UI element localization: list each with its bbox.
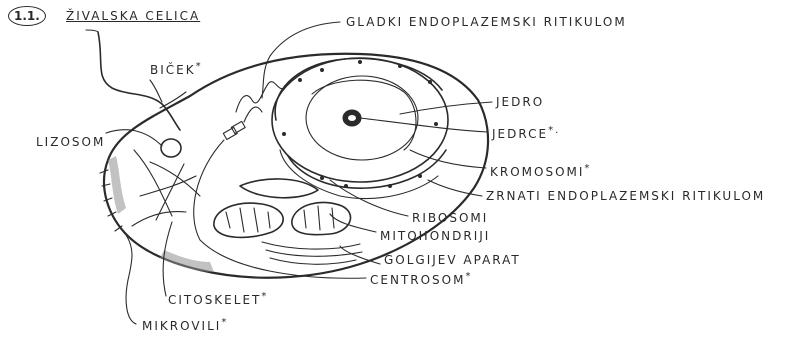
label-mikrovili: MIKROVILI* bbox=[142, 318, 228, 332]
centrosome bbox=[223, 121, 245, 139]
mitochondrion-2-cristae bbox=[304, 206, 334, 230]
label-jedrce: JEDRCE*. bbox=[492, 126, 560, 140]
flagellum bbox=[98, 32, 180, 130]
cytoskeleton bbox=[132, 150, 200, 226]
label-kromosomi: KROMOSOMI* bbox=[490, 164, 591, 178]
ribosome-dot-5 bbox=[428, 80, 432, 84]
ribosome-dot-3 bbox=[358, 60, 362, 64]
asterisk-mark: *. bbox=[548, 125, 560, 136]
microvilli-shading-left bbox=[108, 156, 126, 214]
diagram-title: ŽIVALSKA CELICA bbox=[66, 10, 200, 22]
leader-lizosom bbox=[106, 130, 162, 146]
ribosome-dot-7 bbox=[344, 184, 348, 188]
asterisk-mark: * bbox=[261, 291, 268, 302]
label-bicek: BIČEK* bbox=[150, 62, 203, 76]
label-golgijev-aparat: GOLGIJEV APARAT bbox=[384, 254, 521, 266]
nucleus-inner-ring bbox=[312, 80, 416, 150]
ribosome-dot-6 bbox=[320, 176, 324, 180]
label-ribosomi: RIBOSOMI bbox=[412, 212, 488, 224]
asterisk-mark: * bbox=[196, 61, 203, 72]
ribosome-dot-8 bbox=[388, 184, 392, 188]
ribosome-dot-4 bbox=[398, 64, 402, 68]
label-centrosom: CENTROSOM* bbox=[370, 272, 472, 286]
nucleolus-center bbox=[348, 115, 356, 121]
asterisk-mark: * bbox=[584, 163, 591, 174]
label-lizosom: LIZOSOM bbox=[36, 136, 105, 148]
leader-jedrce bbox=[360, 118, 488, 132]
label-zrnati-er: ZRNATI ENDOPLAZEMSKI RITIKULOM bbox=[486, 190, 765, 202]
lysosome bbox=[161, 139, 181, 157]
mitochondrion-1-cristae bbox=[226, 208, 270, 232]
leader-centrosom bbox=[194, 140, 366, 278]
asterisk-mark: * bbox=[221, 317, 228, 328]
mitochondrion-1 bbox=[214, 203, 283, 237]
leader-mitohondriji bbox=[330, 214, 376, 232]
label-mitohondriji: MITOHONDRIJI bbox=[380, 230, 490, 242]
ribosome-dot-2 bbox=[320, 68, 324, 72]
title-underline-hook bbox=[86, 30, 98, 32]
golgi-apparatus bbox=[262, 242, 362, 264]
label-jedro: JEDRO bbox=[496, 96, 544, 108]
microvilli-shading-bottom bbox=[160, 250, 214, 272]
asterisk-mark: * bbox=[465, 271, 472, 282]
ribosome-dot-10 bbox=[434, 122, 438, 126]
rough-er-3 bbox=[280, 150, 438, 199]
section-number: 1.1. bbox=[8, 6, 46, 26]
ribosome-dot-9 bbox=[418, 174, 422, 178]
leader-ribosomi bbox=[330, 180, 408, 216]
ribosome-dot-11 bbox=[282, 132, 286, 136]
mitochondrion-2 bbox=[292, 202, 351, 234]
label-citoskelet: CITOSKELET* bbox=[168, 292, 268, 306]
leader-mikrovili bbox=[124, 232, 136, 324]
ribosome-dot-1 bbox=[298, 78, 302, 82]
label-gladki-er: GLADKI ENDOPLAZEMSKI RITIKULOM bbox=[346, 16, 627, 28]
